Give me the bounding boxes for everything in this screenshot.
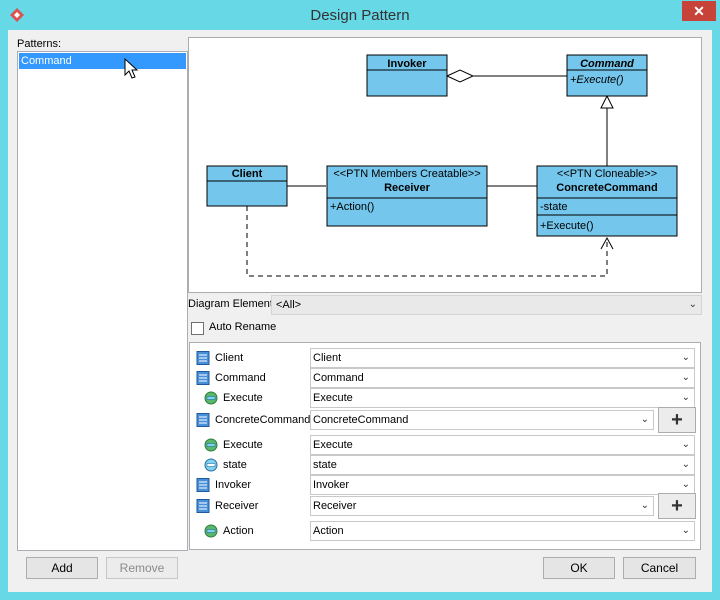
property-value: Execute (313, 392, 353, 404)
chevron-down-icon: ⌄ (681, 479, 690, 490)
class-receiver-stereotype: <<PTN Members Creatable>> (333, 168, 480, 180)
class-receiver[interactable]: <<PTN Members Creatable>> Receiver +Acti… (326, 165, 488, 227)
class-concrete-attr: -state (540, 201, 568, 213)
class-concrete-command[interactable]: <<PTN Cloneable>> ConcreteCommand -state… (536, 165, 678, 237)
chevron-down-icon: ⌄ (688, 299, 697, 310)
close-button[interactable]: ✕ (682, 1, 716, 21)
property-value: Client (313, 352, 342, 364)
property-name-select[interactable]: Receiver ⌄ (310, 496, 654, 516)
operation-icon (204, 391, 218, 405)
class-invoker[interactable]: Invoker (366, 54, 448, 97)
ok-button[interactable]: OK (543, 557, 615, 579)
class-command-name: Command (580, 58, 634, 70)
mouse-cursor-icon (124, 58, 139, 79)
property-value: Command (313, 372, 364, 384)
property-label: Receiver (215, 500, 259, 512)
property-value: state (313, 459, 337, 471)
diagram-element-value: <All> (276, 299, 302, 311)
property-label: Client (215, 352, 244, 364)
class-receiver-name: Receiver (384, 182, 431, 194)
attribute-icon (204, 458, 218, 472)
property-row: Client Client ⌄ (190, 348, 700, 368)
property-label: ConcreteCommand (215, 414, 311, 426)
class-concrete-op: +Execute() (540, 220, 594, 232)
property-row: Receiver Receiver ⌄ + (190, 493, 700, 519)
chevron-down-icon: ⌄ (640, 500, 649, 511)
diagram-element-select[interactable]: <All> ⌄ (271, 295, 702, 315)
property-value: Action (313, 525, 344, 537)
generalization-arrow-icon (600, 94, 614, 109)
auto-rename-label: Auto Rename (209, 321, 277, 333)
property-label: state (223, 459, 247, 471)
dependency-arrow-icon (600, 236, 614, 250)
property-name-select[interactable]: ConcreteCommand ⌄ (310, 410, 654, 430)
class-icon (196, 413, 210, 427)
class-icon (196, 351, 210, 365)
property-name-select[interactable]: Execute ⌄ (310, 388, 695, 408)
cancel-button[interactable]: Cancel (623, 557, 696, 579)
class-icon (196, 499, 210, 513)
diagram-element-label: Diagram Element (188, 298, 273, 310)
operation-icon (204, 524, 218, 538)
remove-button[interactable]: Remove (106, 557, 178, 579)
property-row: Invoker Invoker ⌄ (190, 475, 700, 495)
patterns-list[interactable]: Command (17, 51, 188, 551)
window-title: Design Pattern (310, 7, 410, 24)
class-command-op: +Execute() (570, 74, 624, 86)
diagram-element-row: Diagram Element <All> ⌄ (188, 294, 702, 316)
class-concrete-name: ConcreteCommand (556, 182, 657, 194)
property-row: Execute Execute ⌄ (190, 435, 700, 455)
diagram-preview[interactable]: Invoker Command +Execute() Client (188, 37, 702, 293)
property-value: Execute (313, 439, 353, 451)
class-invoker-name: Invoker (387, 58, 427, 70)
class-command[interactable]: Command +Execute() (566, 54, 648, 97)
property-row: state state ⌄ (190, 455, 700, 475)
property-row: Command Command ⌄ (190, 368, 700, 388)
class-client-name: Client (232, 168, 263, 180)
property-name-select[interactable]: Invoker ⌄ (310, 475, 695, 495)
property-name-select[interactable]: Command ⌄ (310, 368, 695, 388)
property-value: Invoker (313, 479, 350, 491)
dialog-body: Patterns: Command Invo (8, 30, 712, 592)
property-label: Action (223, 525, 254, 537)
chevron-down-icon: ⌄ (681, 459, 690, 470)
class-receiver-op: +Action() (330, 201, 374, 213)
chevron-down-icon: ⌄ (681, 439, 690, 450)
property-name-select[interactable]: Client ⌄ (310, 348, 695, 368)
pattern-item-command[interactable]: Command (19, 53, 186, 69)
chevron-down-icon: ⌄ (681, 352, 690, 363)
property-name-select[interactable]: Execute ⌄ (310, 435, 695, 455)
property-label: Execute (223, 392, 263, 404)
property-name-select[interactable]: Action ⌄ (310, 521, 695, 541)
chevron-down-icon: ⌄ (640, 414, 649, 425)
property-label: Execute (223, 439, 263, 451)
auto-rename-checkbox[interactable] (191, 322, 204, 335)
operation-icon (204, 438, 218, 452)
class-concrete-stereotype: <<PTN Cloneable>> (557, 168, 657, 180)
property-value: ConcreteCommand (313, 414, 409, 426)
class-icon (196, 478, 210, 492)
property-label: Invoker (215, 479, 252, 491)
title-bar[interactable]: Design Pattern ✕ (0, 0, 720, 30)
class-icon (196, 371, 210, 385)
property-row: Execute Execute ⌄ (190, 388, 700, 408)
add-member-button[interactable]: + (658, 407, 696, 433)
chevron-down-icon: ⌄ (681, 392, 690, 403)
property-row: Action Action ⌄ (190, 521, 700, 541)
app-logo-icon (10, 8, 24, 22)
patterns-label: Patterns: (17, 38, 62, 50)
property-label: Command (215, 372, 266, 384)
aggregation-diamond-icon (445, 69, 475, 83)
add-member-button[interactable]: + (658, 493, 696, 519)
add-button[interactable]: Add (26, 557, 98, 579)
class-client[interactable]: Client (206, 165, 288, 207)
property-name-select[interactable]: state ⌄ (310, 455, 695, 475)
chevron-down-icon: ⌄ (681, 372, 690, 383)
property-value: Receiver (313, 500, 357, 512)
chevron-down-icon: ⌄ (681, 525, 690, 536)
